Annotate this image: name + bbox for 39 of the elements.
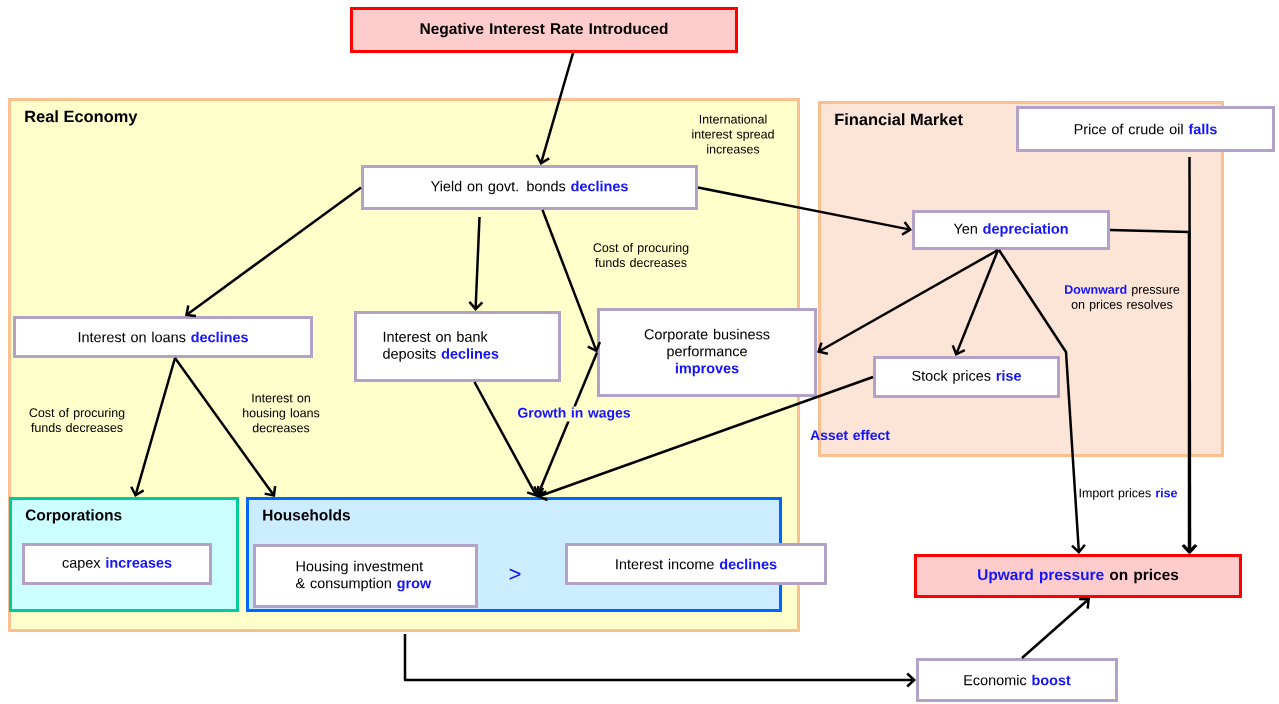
arrow — [535, 52, 575, 165]
edge-label: Interest on housing loans decreases — [243, 393, 320, 433]
process-box: Housing investment & consumption grow — [253, 544, 478, 608]
arrow — [997, 249, 1086, 554]
process-box: Yield on govt. bonds declines — [361, 165, 698, 210]
edge-label: Downward pressure on prices resolves — [1065, 284, 1180, 312]
edge-label: International interest spread increases — [692, 114, 774, 154]
arrow — [541, 209, 602, 353]
arrow — [1110, 228, 1197, 554]
arrow — [403, 634, 916, 688]
edge-label: Growth in wages — [510, 406, 638, 422]
process-box: Interest income declines — [565, 543, 827, 585]
process-box: Economic boost — [916, 658, 1118, 702]
highlight-box: Negative Interest Rate Introduced — [350, 7, 738, 53]
process-box: Price of crude oil falls — [1016, 106, 1275, 152]
process-box: Interest on bank deposits declines — [354, 311, 561, 382]
edge-label: Asset effect — [810, 429, 890, 441]
edge-label: Import prices rise — [1079, 488, 1178, 500]
arrow — [468, 216, 484, 311]
arrow — [130, 357, 177, 497]
highlight-box: Upward pressure on prices — [914, 554, 1242, 598]
edge-label: Cost of procuring funds decreases — [593, 242, 689, 268]
arrow — [1021, 597, 1090, 659]
process-box: Corporate business performance improves — [597, 308, 817, 397]
process-box: capex increases — [22, 543, 212, 585]
arrow — [185, 186, 362, 318]
comparison-sign: > — [509, 568, 521, 580]
arrow — [473, 381, 540, 497]
arrow — [533, 352, 599, 497]
arrow — [1182, 157, 1198, 554]
arrow — [951, 249, 1000, 356]
arrow — [817, 248, 999, 355]
process-box: Interest on loans declines — [13, 316, 313, 358]
arrow — [697, 186, 912, 236]
arrow — [537, 375, 874, 502]
process-box: Yen depreciation — [912, 210, 1110, 250]
arrow — [174, 357, 277, 497]
process-box: Stock prices rise — [873, 356, 1060, 398]
edge-label: Cost of procuring funds decreases — [29, 407, 125, 433]
